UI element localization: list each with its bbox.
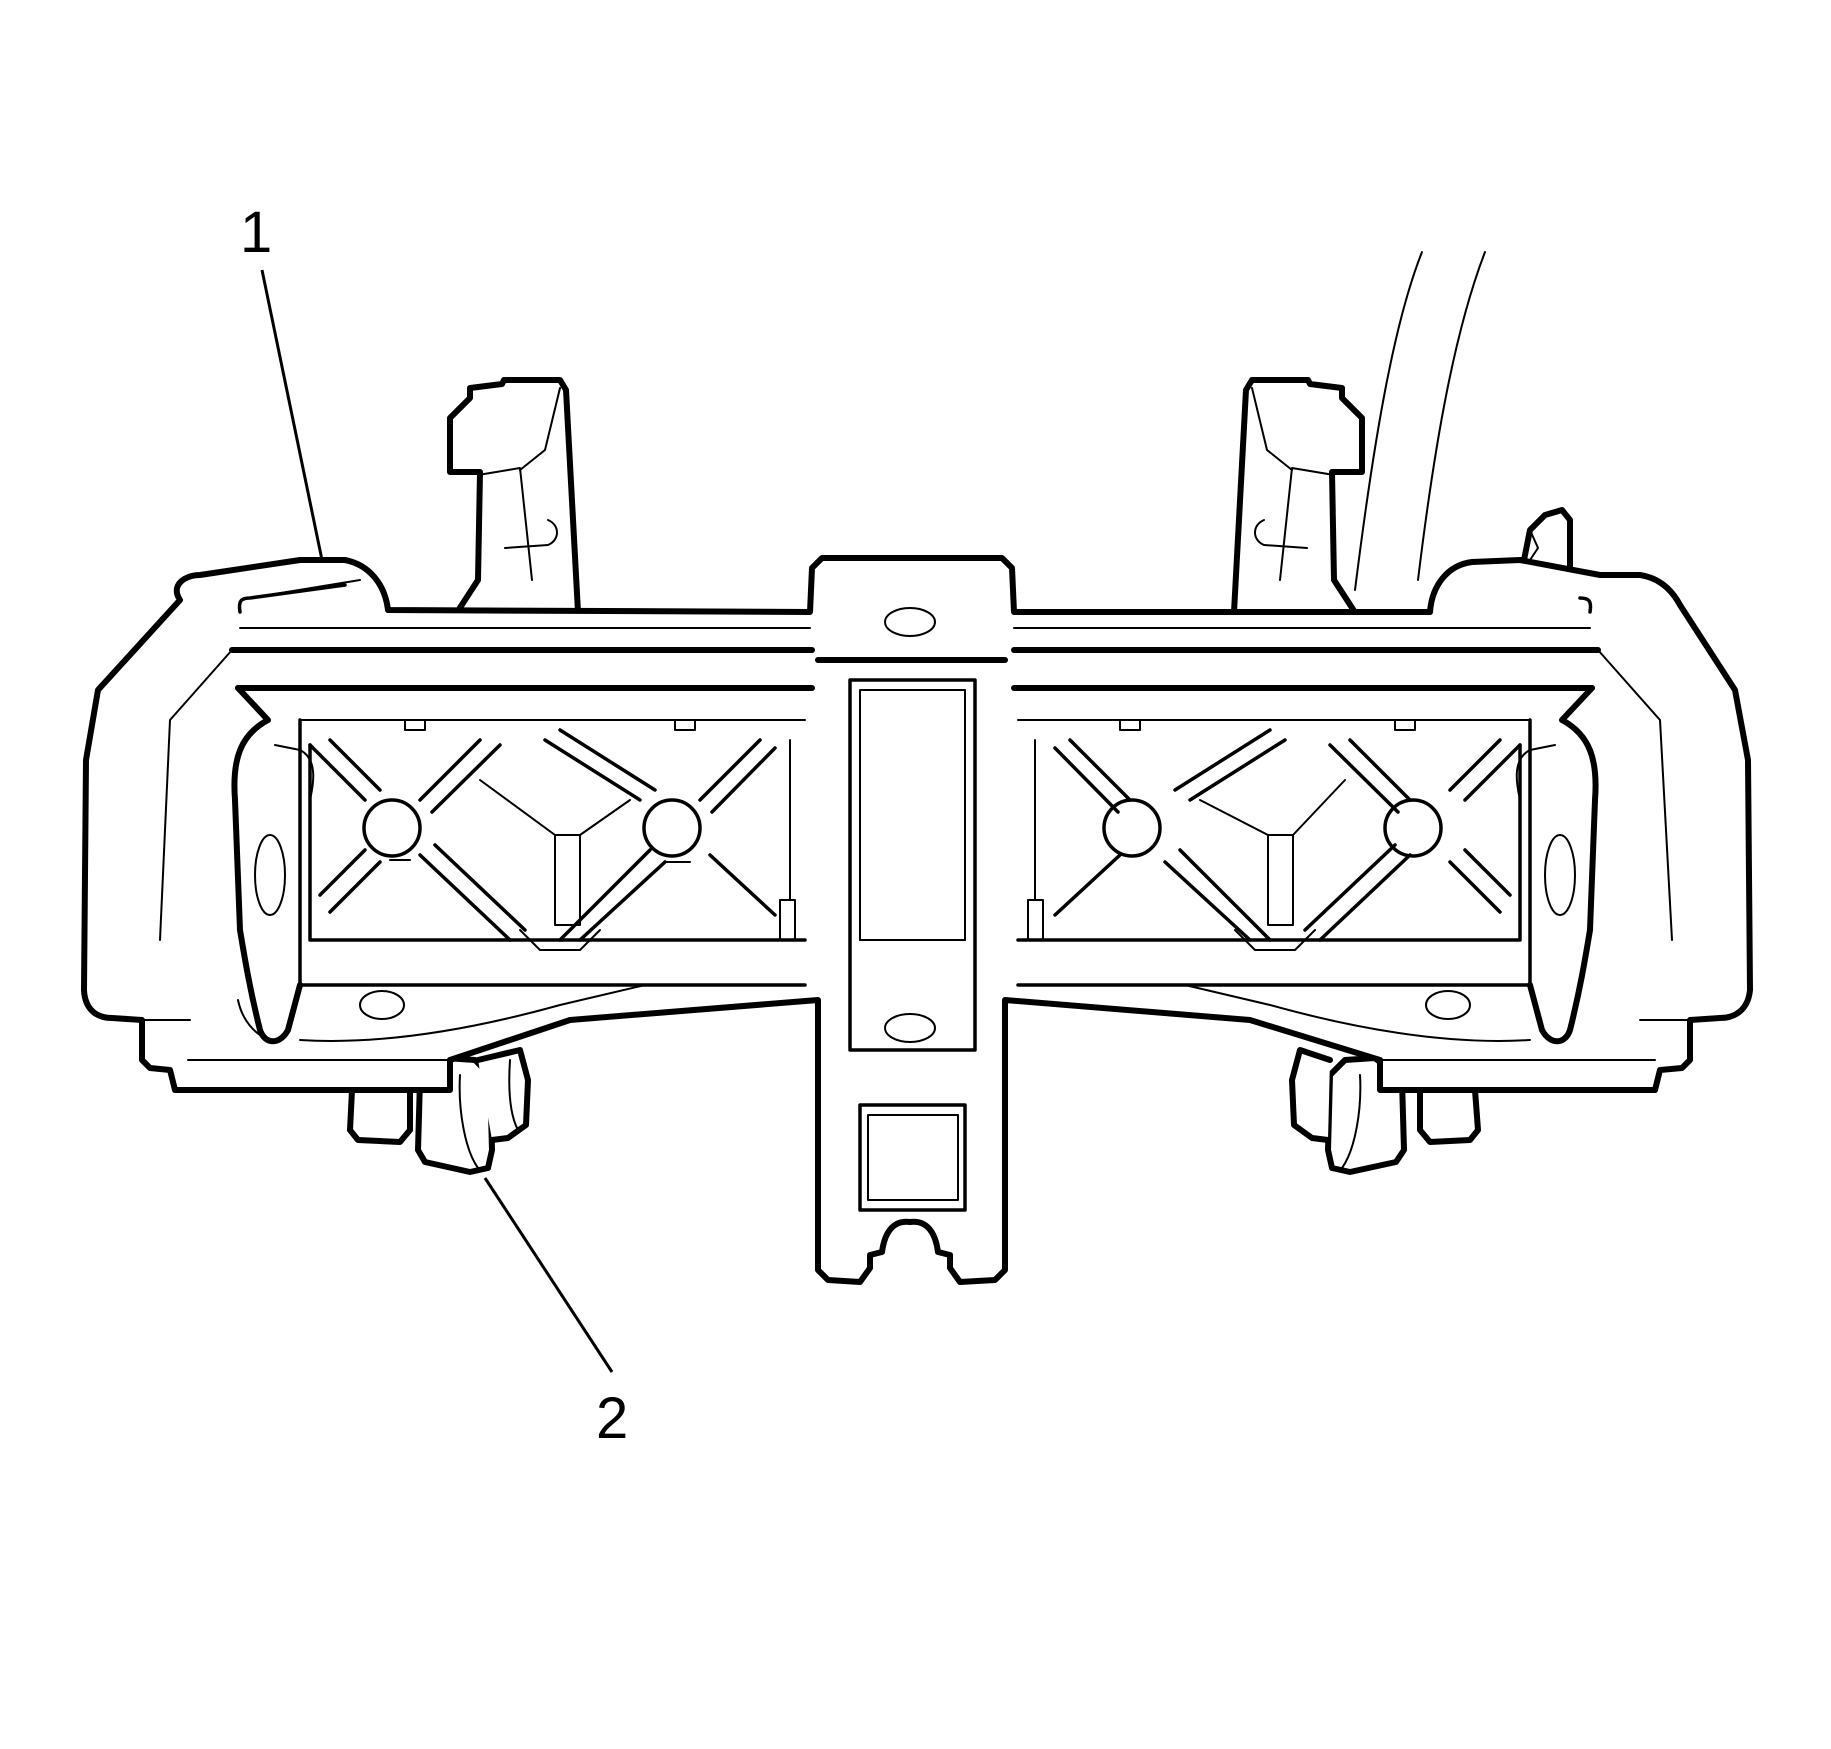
lower-skirt (299, 984, 1531, 1042)
cable-lines (1354, 251, 1486, 591)
lattice-left (298, 718, 807, 987)
leader-lines (260, 269, 614, 1373)
lattice-right (1016, 718, 1532, 987)
callouts: 1 2 (240, 200, 628, 1451)
main-housing (81, 555, 1753, 1285)
right-upright-bracket (1231, 377, 1365, 623)
center-column (815, 607, 1008, 1212)
left-upright-bracket (447, 377, 581, 623)
callout-1: 1 (240, 200, 272, 265)
leader-line-1 (260, 269, 324, 561)
lower-right-mount (1289, 1047, 1481, 1175)
leader-line-2 (483, 1177, 614, 1373)
lower-left-mount (347, 1047, 531, 1175)
upper-beam (159, 647, 1673, 941)
callout-2: 2 (596, 1386, 628, 1451)
